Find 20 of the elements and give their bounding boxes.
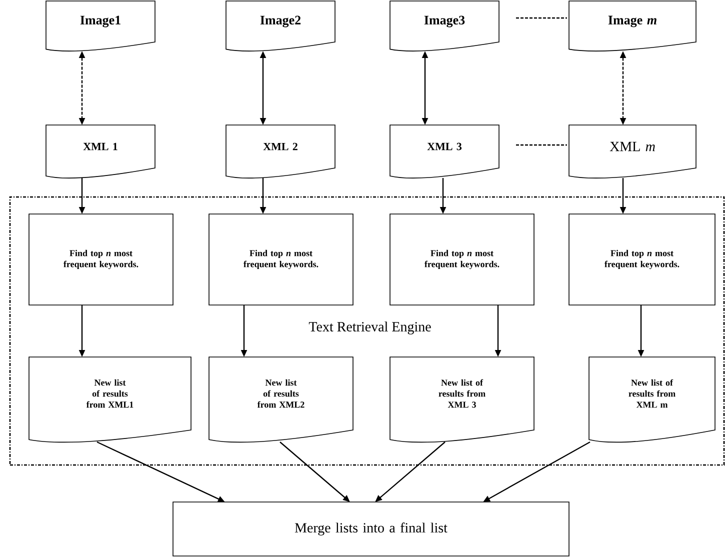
process-box: Find top n most frequent keywords.: [28, 214, 174, 306]
document-box: XML 1: [46, 124, 156, 179]
process-box: Find top n most frequent keywords.: [208, 214, 354, 306]
document-box: XML 3: [390, 124, 500, 179]
process-box: Find top n most frequent keywords.: [390, 214, 534, 306]
document-box: New list of results from XML m: [588, 356, 716, 443]
document-box: Image1: [46, 0, 156, 52]
document-box: XML 2: [226, 124, 336, 179]
document-box: Image m: [568, 0, 696, 52]
document-box: Image2: [226, 0, 336, 52]
connector-line: [516, 144, 567, 146]
process-box: Merge lists into a final list: [172, 502, 570, 556]
document-box: New list of results from XML 3: [390, 356, 534, 443]
frame-title: Text Retrieval Engine: [308, 322, 431, 334]
document-box: New list of results from XML1: [28, 356, 192, 443]
document-box: New list of results from XML2: [208, 356, 354, 443]
document-box: Image3: [390, 0, 500, 52]
document-box: XML m: [568, 124, 696, 179]
process-box: Find top n most frequent keywords.: [568, 214, 716, 306]
connector-line: [516, 17, 567, 19]
